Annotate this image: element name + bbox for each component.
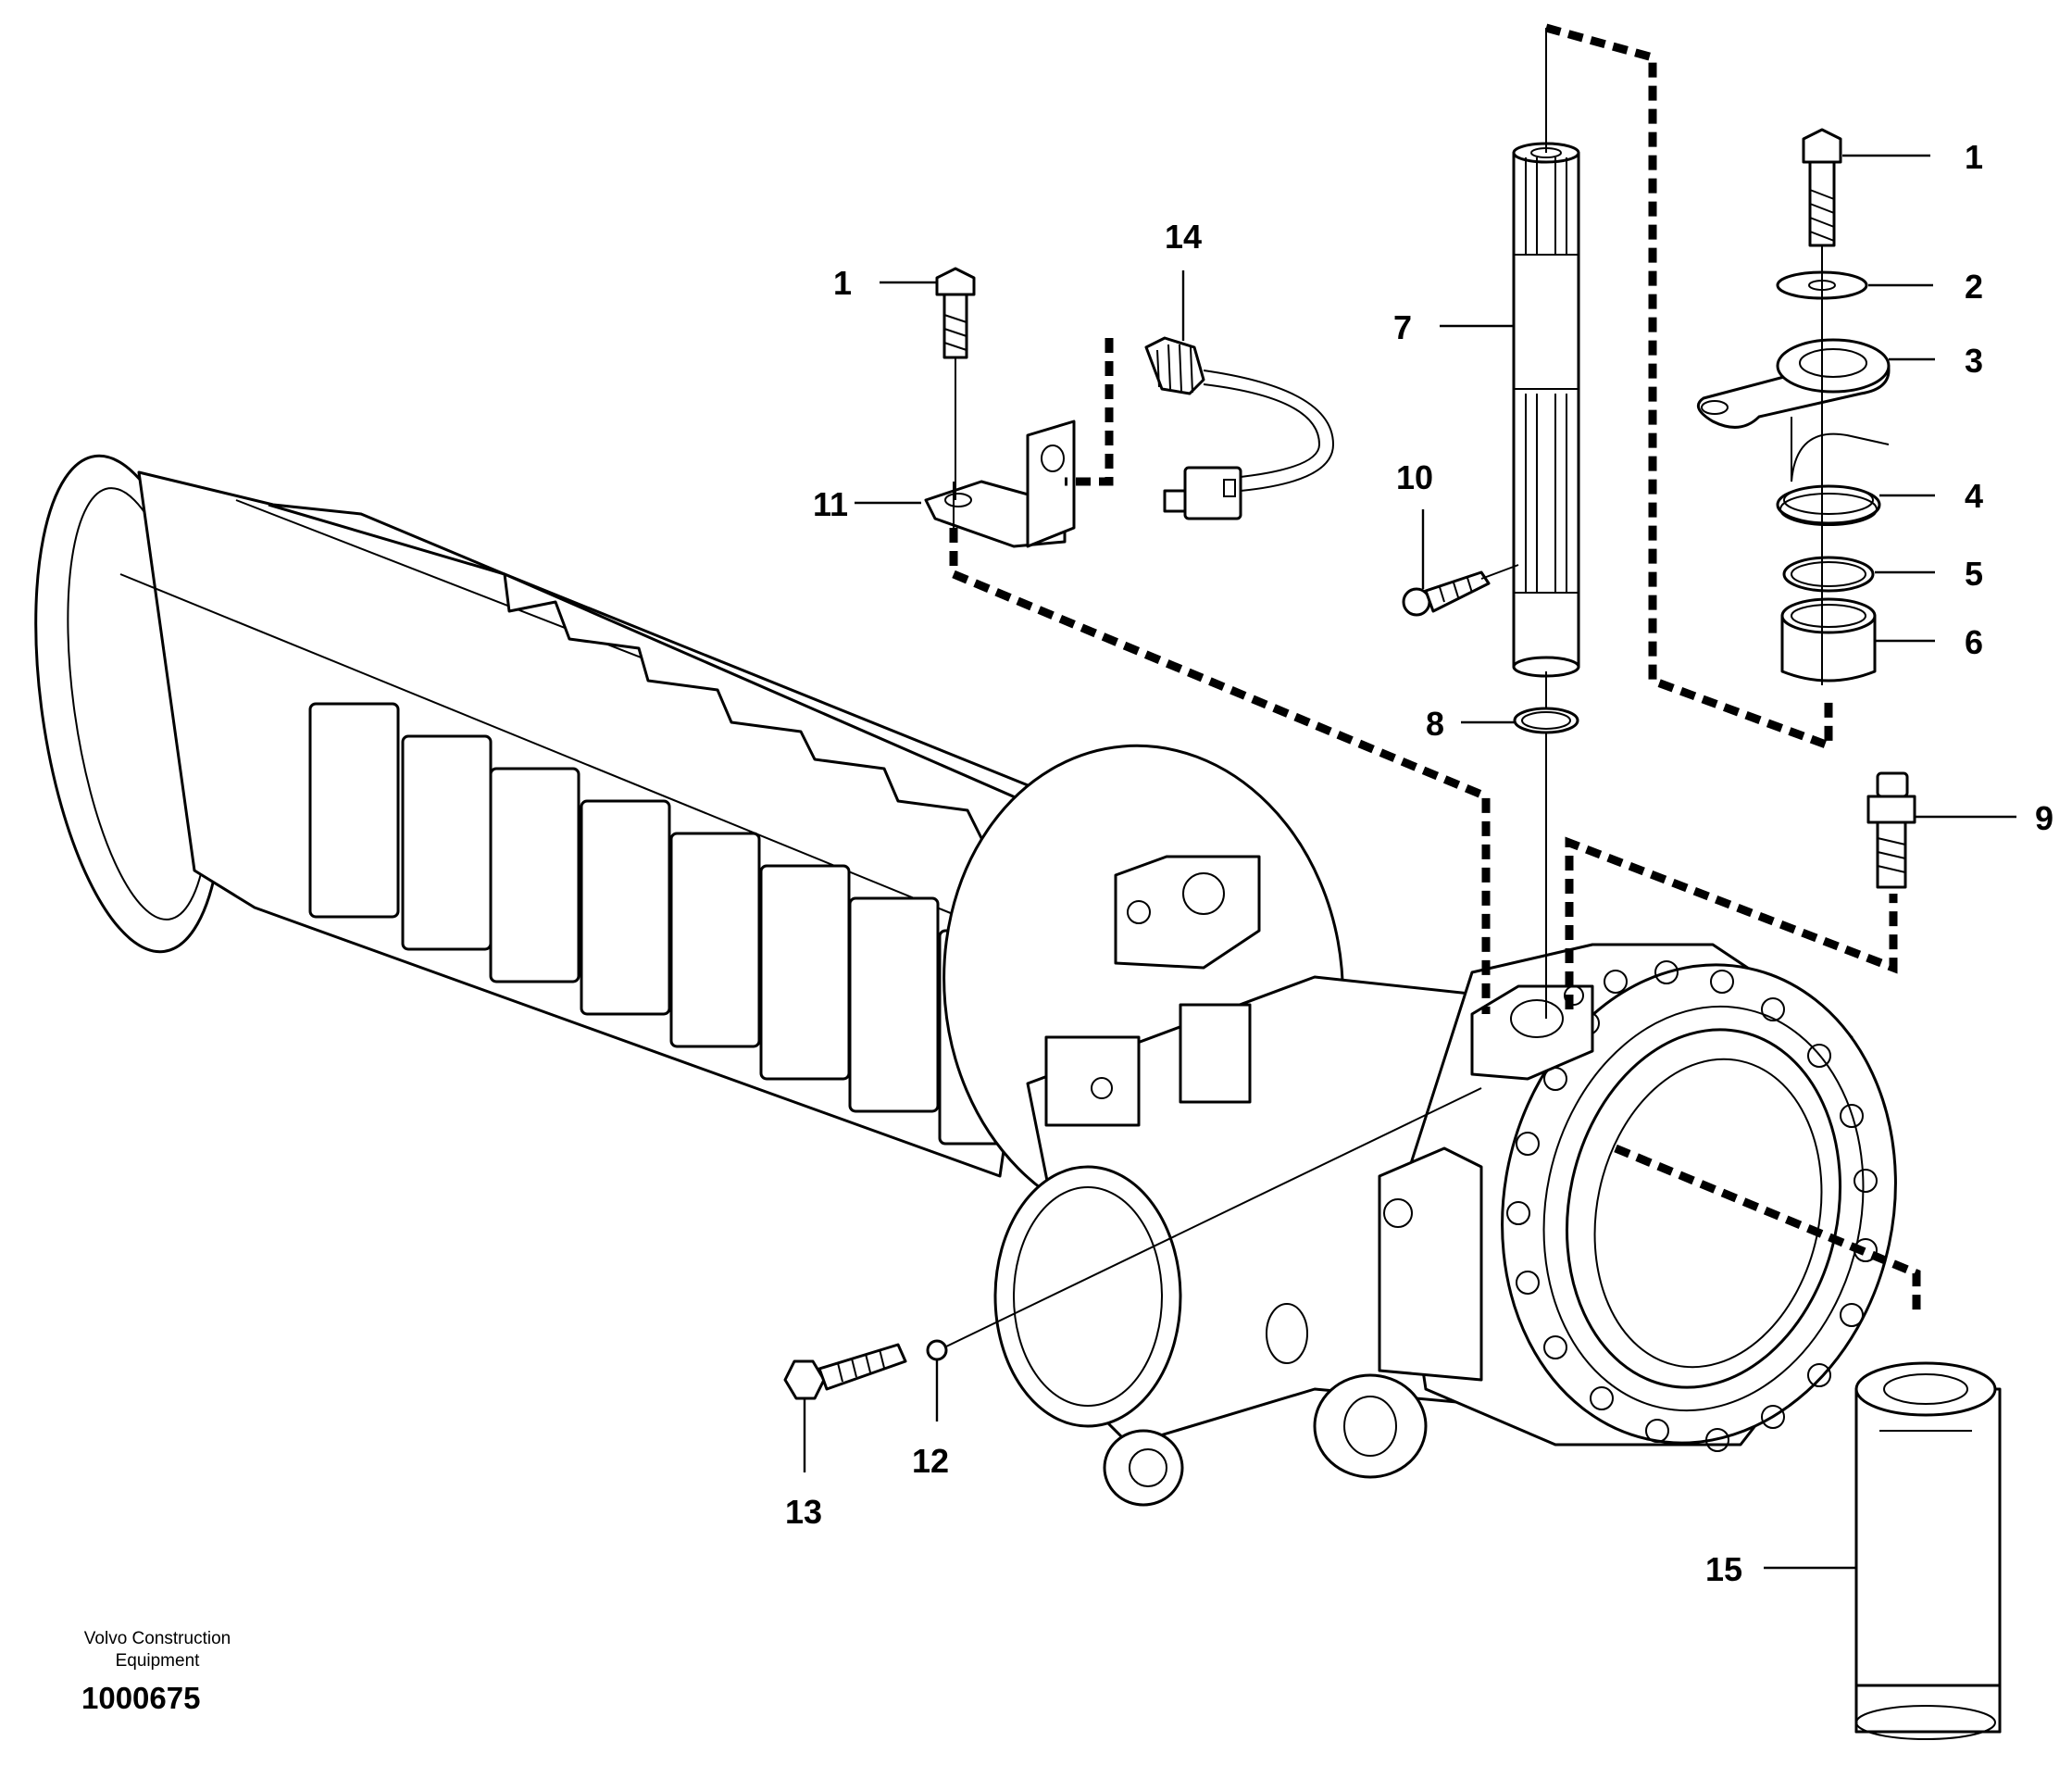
callout-11: 11	[813, 485, 848, 523]
callout-10: 10	[1396, 458, 1433, 496]
document-number: 1000675	[81, 1681, 201, 1715]
callout-13: 13	[785, 1493, 822, 1531]
lever-arm	[1696, 338, 1891, 429]
callout-2: 2	[1965, 268, 1983, 306]
leader-lines	[803, 154, 2016, 1570]
callout-3: 3	[1965, 342, 1983, 380]
splined-shaft	[1512, 142, 1580, 678]
torsion-spring	[1776, 417, 1890, 526]
fitting	[1866, 771, 1916, 889]
callout-4: 4	[1965, 477, 1983, 515]
axle-tube	[34, 454, 1057, 1178]
callout-15: 15	[1705, 1550, 1742, 1588]
callout-5: 5	[1965, 555, 1983, 593]
callout-1-left: 1	[833, 264, 852, 302]
assembly-lines	[949, 23, 1921, 1310]
callout-7: 7	[1393, 308, 1412, 346]
callout-14: 14	[1165, 218, 1202, 256]
callout-8: 8	[1426, 705, 1444, 743]
bolt-top-right	[1802, 128, 1842, 247]
bolt-bracket	[935, 267, 976, 359]
socket-screw	[1402, 570, 1491, 617]
hub-flange	[1378, 943, 1897, 1452]
callout-12: 12	[912, 1442, 949, 1480]
thin-assembly-lines	[943, 28, 1823, 1348]
callout-9: 9	[2035, 799, 2053, 837]
king-pin	[1854, 1361, 2002, 1740]
mounting-bracket	[924, 420, 1076, 548]
callout-6: 6	[1965, 623, 1983, 661]
callout-labels: 1 1 2 3 4 5 6 7 8 9 10 11 12 13 14 15	[785, 138, 2053, 1588]
footer-company: Volvo Construction Equipment	[51, 1628, 264, 1672]
speed-sensor	[1144, 336, 1335, 520]
company-name-line2: Equipment	[115, 1651, 200, 1671]
ball	[926, 1339, 948, 1361]
company-name-line1: Volvo Construction	[83, 1629, 231, 1648]
hex-bolt-13	[783, 1343, 907, 1400]
callout-1-right: 1	[1965, 138, 1983, 176]
retaining-ring	[1782, 556, 1875, 593]
bushing	[1780, 597, 1877, 683]
